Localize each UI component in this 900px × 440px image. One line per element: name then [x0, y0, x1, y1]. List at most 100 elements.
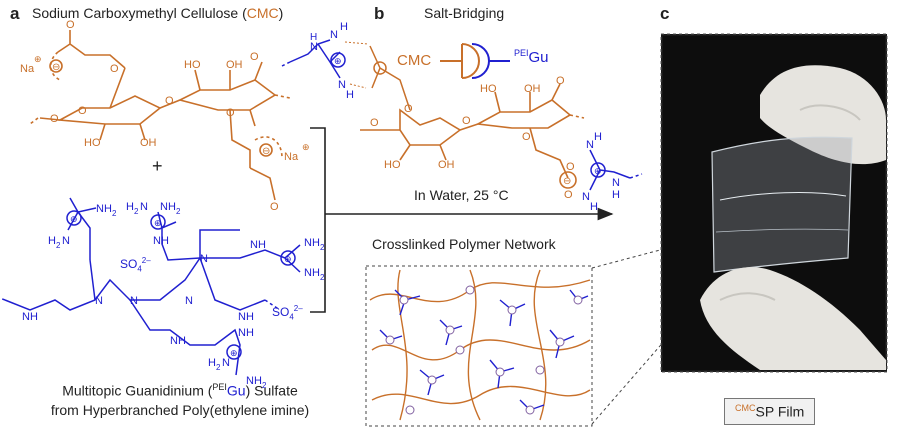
- svg-text:N: N: [330, 29, 338, 41]
- pei-caption-line2: from Hyperbranched Poly(ethylene imine): [50, 402, 310, 418]
- svg-text:⊕: ⊕: [70, 214, 78, 224]
- svg-text:O: O: [226, 107, 235, 119]
- svg-text:NH: NH: [238, 327, 254, 339]
- svg-text:⊖: ⊖: [52, 62, 60, 73]
- svg-text:O: O: [270, 201, 279, 213]
- svg-text:H: H: [612, 189, 620, 201]
- svg-text:NH: NH: [160, 201, 176, 213]
- plus-sign: +: [152, 156, 163, 176]
- salt-bridge-carboxylate: [369, 45, 411, 111]
- svg-text:⊕: ⊕: [34, 54, 42, 64]
- svg-text:NH: NH: [304, 267, 320, 279]
- svg-text:2: 2: [320, 273, 325, 282]
- svg-text:⊕: ⊕: [284, 254, 292, 264]
- salt-bridge-pei-sup: PEI: [514, 48, 529, 58]
- svg-text:NH: NH: [304, 237, 320, 249]
- svg-text:NH: NH: [22, 311, 38, 323]
- salt-bridge-symbol: [440, 43, 510, 79]
- svg-text:2: 2: [262, 381, 267, 390]
- svg-text:2: 2: [112, 209, 117, 218]
- cmc-title: Sodium Carboxymethyl Cellulose (CMC): [32, 5, 283, 21]
- svg-text:O: O: [522, 131, 531, 143]
- svg-text:⊕: ⊕: [334, 56, 342, 66]
- network-box: [365, 265, 593, 427]
- svg-text:⊖: ⊖: [262, 146, 270, 157]
- sulfate-inner: SO42–: [120, 256, 151, 273]
- svg-text:OH: OH: [226, 59, 243, 71]
- pei-caption-post: ) Sulfate: [245, 382, 298, 399]
- panel-letter-a: a: [10, 4, 20, 23]
- svg-text:N: N: [222, 357, 230, 369]
- svg-text:2: 2: [320, 243, 325, 252]
- sulfate-inner-sup: 2–: [141, 256, 151, 265]
- svg-text:N: N: [200, 253, 208, 265]
- cmc-structure-b: [360, 83, 585, 189]
- reaction-condition: In Water, 25 °C: [414, 187, 509, 203]
- svg-text:OH: OH: [438, 159, 455, 171]
- svg-text:⊕: ⊕: [594, 166, 602, 176]
- svg-text:⊕: ⊕: [302, 142, 310, 152]
- svg-text:2: 2: [176, 207, 181, 216]
- svg-text:O: O: [165, 95, 174, 107]
- svg-text:O: O: [50, 113, 59, 125]
- salt-bridge-pei-abbr: Gu: [528, 49, 549, 66]
- svg-text:O: O: [404, 103, 413, 115]
- svg-text:HO: HO: [384, 159, 401, 171]
- panel-letter-c: c: [660, 4, 670, 23]
- svg-text:N: N: [140, 201, 148, 213]
- svg-text:NH: NH: [96, 203, 112, 215]
- cmc-atoms: Na ⊕ ⊖ O O O O HO OH O HO OH O O ⊖ Na ⊕ …: [20, 19, 310, 213]
- svg-text:H: H: [340, 21, 348, 33]
- salt-bridge-guanidinium: [281, 39, 346, 79]
- cmc-title-abbr: CMC: [246, 5, 279, 21]
- svg-text:OH: OH: [140, 137, 157, 149]
- svg-text:⊕: ⊕: [230, 348, 238, 358]
- film-label-text: SP Film: [755, 403, 805, 420]
- salt-bridge-pei-label: PEIGu: [514, 48, 549, 66]
- svg-text:O: O: [566, 161, 575, 173]
- svg-text:HO: HO: [480, 83, 497, 95]
- pei-caption-abbr: Gu: [226, 382, 246, 399]
- film-label: CMCSP Film: [724, 398, 816, 425]
- svg-text:Na: Na: [284, 151, 299, 163]
- svg-text:N: N: [612, 177, 620, 189]
- svg-text:⊕: ⊕: [154, 218, 162, 228]
- svg-text:NH: NH: [250, 239, 266, 251]
- svg-text:O: O: [370, 117, 379, 129]
- svg-text:NH: NH: [238, 311, 254, 323]
- svg-text:N: N: [582, 191, 590, 203]
- svg-text:O: O: [564, 189, 573, 201]
- cmc-title-prefix: Sodium Carboxymethyl Cellulose (: [32, 5, 247, 21]
- pei-caption-pre: Multitopic Guanidinium (: [62, 382, 213, 399]
- svg-text:OH: OH: [524, 83, 541, 95]
- svg-text:HO: HO: [184, 59, 201, 71]
- network-title: Crosslinked Polymer Network: [372, 236, 556, 252]
- svg-text:H: H: [208, 357, 216, 369]
- salt-bridge-cmc-label: CMC: [397, 52, 432, 69]
- svg-text:H: H: [346, 89, 354, 101]
- svg-text:H: H: [126, 201, 134, 213]
- svg-text:O: O: [462, 115, 471, 127]
- pei-caption-sup: PEI: [212, 382, 227, 392]
- svg-text:O: O: [66, 19, 75, 31]
- svg-text:H: H: [310, 32, 317, 43]
- sulfate-inner-symbol: SO: [120, 257, 138, 271]
- svg-text:H: H: [590, 201, 598, 213]
- sulfate-inner-sub: 4: [137, 264, 142, 274]
- svg-text:O: O: [556, 75, 565, 87]
- svg-text:HO: HO: [84, 137, 101, 149]
- svg-text:NH: NH: [246, 375, 262, 387]
- sulfate-outer-sup: 2–: [293, 304, 303, 313]
- svg-text:NH: NH: [153, 235, 169, 247]
- svg-text:2: 2: [56, 241, 61, 250]
- svg-text:N: N: [586, 139, 594, 151]
- svg-text:H: H: [594, 131, 602, 143]
- svg-text:O: O: [78, 105, 87, 117]
- svg-text:N: N: [185, 295, 193, 307]
- panel-letter-b: b: [374, 4, 385, 23]
- svg-text:2: 2: [134, 207, 139, 216]
- svg-text:O: O: [250, 51, 259, 63]
- svg-text:NH: NH: [170, 335, 186, 347]
